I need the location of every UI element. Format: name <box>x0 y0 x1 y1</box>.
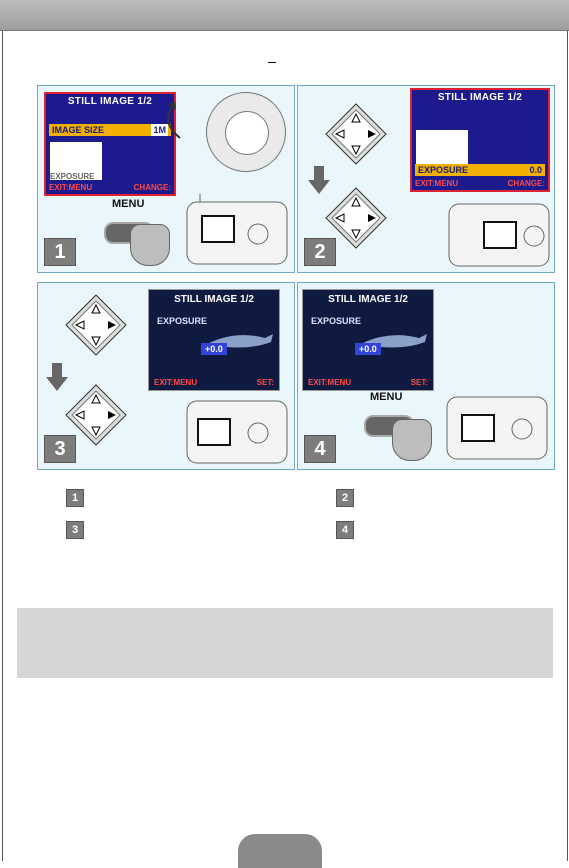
footer-set: SET: <box>410 378 428 387</box>
footer-change: CHANGE: <box>507 179 545 188</box>
menu-row-exposure: EXPOSURE 0.0 <box>415 164 545 176</box>
row-label: EXPOSURE <box>418 165 469 175</box>
footer-exit: EXIT:MENU <box>154 378 198 387</box>
hand-icon <box>130 224 170 266</box>
dpad-icon <box>325 187 387 249</box>
underline-mark <box>268 62 276 63</box>
camera-back-thumbnail <box>416 130 468 168</box>
row-label: IMAGE SIZE <box>52 125 105 135</box>
footer-exit: EXIT:MENU <box>308 378 352 387</box>
mode-dial-icon <box>206 92 286 172</box>
page-frame <box>2 31 568 861</box>
exposure-value: +0.0 <box>201 343 227 355</box>
exposure-value: +0.0 <box>355 343 381 355</box>
footer-set: SET: <box>256 378 274 387</box>
camera-icon <box>186 194 288 265</box>
dpad-icon <box>65 384 127 446</box>
arrow-down-icon <box>46 363 68 391</box>
camera-icon <box>446 396 548 460</box>
screen-footer: EXIT:MENU CHANGE: <box>49 183 171 192</box>
camera-icon <box>186 400 288 464</box>
lcd-menu-screen: STILL IMAGE 1/2 EXPOSURE 0.0 EXIT:MENU C… <box>410 88 550 192</box>
menu-button-label: MENU <box>370 391 403 403</box>
dpad-icon <box>65 294 127 356</box>
screen-title: STILL IMAGE 1/2 <box>437 92 523 103</box>
lcd-menu-screen: STILL IMAGE 1/2 IMAGE SIZE 1M EXPOSURE E… <box>44 92 176 196</box>
hidden-row: EXPOSURE <box>50 172 95 181</box>
step-number-badge: 4 <box>304 435 336 463</box>
legend-step-1: 1 <box>66 489 84 507</box>
screen-title: STILL IMAGE 1/2 <box>328 294 408 305</box>
header-bar <box>0 0 569 31</box>
footer-exit: EXIT:MENU <box>415 179 459 188</box>
camera-back-thumbnail <box>50 142 102 180</box>
step-number-badge: 2 <box>304 238 336 266</box>
camera-icon <box>448 203 550 267</box>
screen-title: STILL IMAGE 1/2 <box>174 294 254 305</box>
step-panel-2: STILL IMAGE 1/2 EXPOSURE 0.0 EXIT:MENU C… <box>297 85 555 273</box>
dpad-icon <box>325 103 387 165</box>
footer-change: CHANGE: <box>133 183 171 192</box>
screen-footer: EXIT:MENU SET: <box>308 378 428 387</box>
legend-step-2: 2 <box>336 489 354 507</box>
screen-subtitle: EXPOSURE <box>311 316 362 326</box>
size-tag: 1M <box>151 124 168 136</box>
screen-subtitle: EXPOSURE <box>157 316 208 326</box>
curved-arrow-icon <box>167 102 181 139</box>
menu-row-image-size: IMAGE SIZE 1M <box>49 124 171 136</box>
legend-step-3: 3 <box>66 521 84 539</box>
screen-footer: EXIT:MENU SET: <box>154 378 274 387</box>
step-panel-4: STILL IMAGE 1/2 EXPOSURE +0.0 EXIT:MENU … <box>297 282 555 470</box>
lcd-exposure-screen: STILL IMAGE 1/2 EXPOSURE +0.0 EXIT:MENU … <box>148 289 280 391</box>
step-panel-1: STILL IMAGE 1/2 IMAGE SIZE 1M EXPOSURE E… <box>37 85 295 273</box>
arrow-down-icon <box>308 166 330 194</box>
page-number-tab <box>238 834 322 868</box>
menu-button-label: MENU <box>112 198 145 210</box>
hand-icon <box>392 419 432 461</box>
row-value: 0.0 <box>529 165 542 175</box>
step-number-badge: 3 <box>44 435 76 463</box>
lcd-exposure-screen: STILL IMAGE 1/2 EXPOSURE +0.0 EXIT:MENU … <box>302 289 434 391</box>
step-panel-3: STILL IMAGE 1/2 EXPOSURE +0.0 EXIT:MENU … <box>37 282 295 470</box>
screen-title: STILL IMAGE 1/2 <box>67 96 153 107</box>
step-number-badge: 1 <box>44 238 76 266</box>
screen-footer: EXIT:MENU CHANGE: <box>415 179 545 188</box>
legend-step-4: 4 <box>336 521 354 539</box>
note-box <box>17 608 553 678</box>
footer-exit: EXIT:MENU <box>49 183 93 192</box>
